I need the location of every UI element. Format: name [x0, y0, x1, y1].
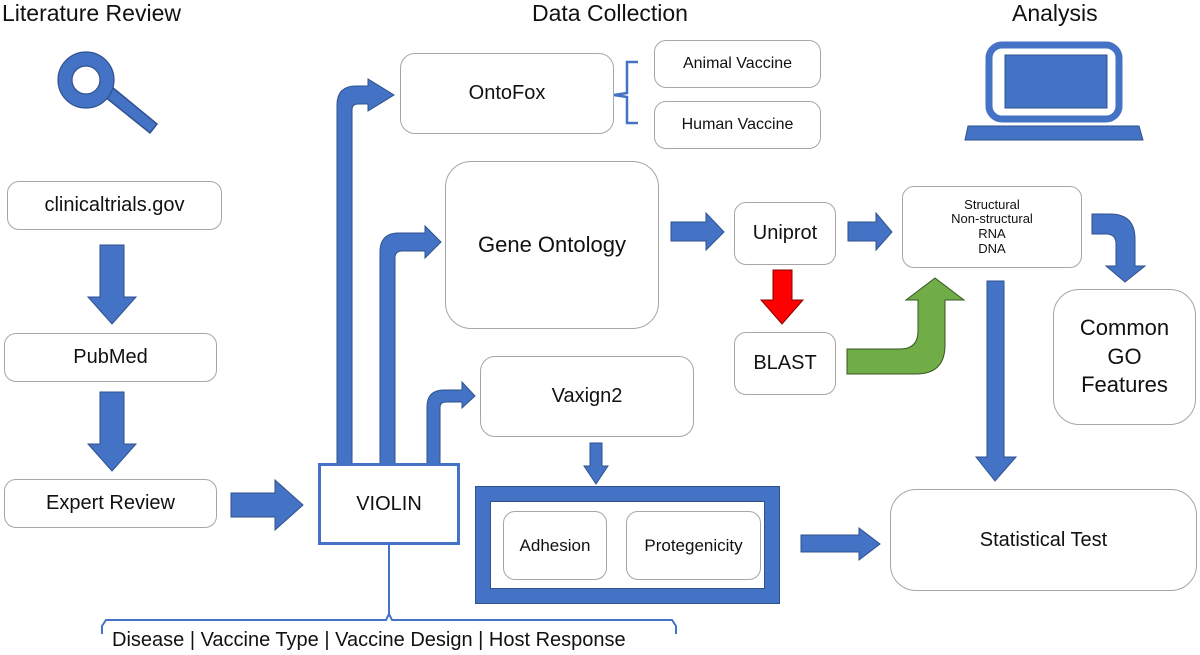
node-animal-vaccine[interactable]: Animal Vaccine	[654, 40, 821, 88]
section-heading-analysis: Analysis	[1012, 0, 1098, 26]
arrow-pubmed-to-expert-review	[86, 391, 138, 472]
category-non-structural: Non-structural	[951, 211, 1033, 227]
arrow-uniprot-to-blast	[759, 269, 805, 325]
arrow-vaxign2-to-features	[583, 442, 609, 485]
node-vaxign2[interactable]: Vaxign2	[480, 356, 694, 437]
node-uniprot[interactable]: Uniprot	[734, 202, 836, 265]
violin-attributes: Disease | Vaccine Type | Vaccine Design …	[112, 629, 626, 651]
node-statistical-test[interactable]: Statistical Test	[890, 489, 1197, 591]
arrow-features-to-statistical-test	[800, 526, 881, 562]
node-adhesion[interactable]: Adhesion	[503, 511, 607, 580]
violin-attributes-brace	[101, 545, 677, 634]
arrow-gene-ontology-to-uniprot	[670, 211, 725, 252]
category-structural: Structural	[964, 196, 1020, 212]
node-categories[interactable]: Structural Non-structural RNA DNA	[902, 186, 1082, 268]
arrow-blast-to-categories	[846, 277, 966, 375]
arrow-categories-to-common-go	[1091, 213, 1147, 283]
arrow-expert-review-to-violin	[230, 478, 304, 532]
arrow-violin-to-ontofox	[336, 78, 395, 465]
common-go-line-3: Features	[1081, 372, 1168, 398]
section-heading-literature-review: Literature Review	[2, 0, 181, 26]
magnifier-icon	[57, 51, 159, 135]
node-ontofox[interactable]: OntoFox	[400, 53, 614, 134]
common-go-line-2: GO	[1107, 343, 1142, 369]
section-heading-data-collection: Data Collection	[532, 0, 688, 26]
node-protegenicity[interactable]: Protegenicity	[626, 511, 761, 580]
node-human-vaccine[interactable]: Human Vaccine	[654, 101, 821, 149]
node-expert-review[interactable]: Expert Review	[4, 479, 217, 528]
arrow-categories-to-statistical-test	[974, 280, 1018, 482]
arrow-uniprot-to-categories	[847, 211, 893, 252]
node-common-go-features[interactable]: Common GO Features	[1053, 289, 1196, 425]
ontofox-brace	[613, 60, 638, 125]
node-gene-ontology[interactable]: Gene Ontology	[445, 161, 659, 329]
category-rna: RNA	[978, 226, 1006, 241]
node-clinicaltrials[interactable]: clinicaltrials.gov	[7, 181, 222, 230]
node-blast[interactable]: BLAST	[734, 332, 836, 395]
arrow-violin-to-vaxign2	[426, 380, 476, 465]
common-go-line-1: Common	[1079, 315, 1170, 341]
node-pubmed[interactable]: PubMed	[4, 333, 217, 382]
node-violin[interactable]: VIOLIN	[318, 463, 460, 545]
category-dna: DNA	[978, 240, 1006, 256]
arrow-clinicaltrials-to-pubmed	[86, 244, 138, 325]
arrow-violin-to-gene-ontology	[379, 224, 442, 465]
laptop-icon	[964, 41, 1144, 141]
